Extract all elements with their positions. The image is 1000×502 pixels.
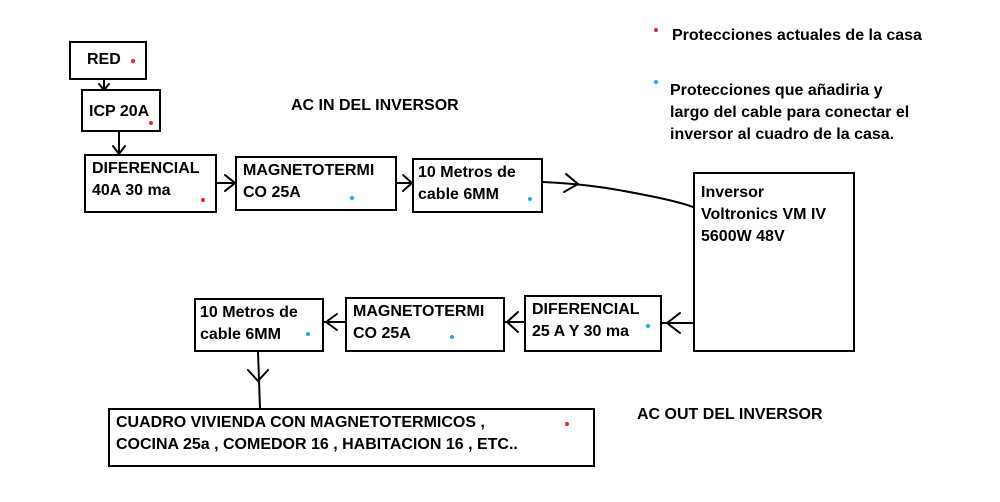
magnetotermico-out-line-1: MAGNETOTERMI — [353, 303, 485, 320]
magnetotermico-out-added-dot — [450, 335, 454, 339]
cable-out-added-dot — [306, 332, 310, 336]
icp-label: ICP 20A — [89, 103, 150, 120]
legend-existing-text: Protecciones actuales de la casa — [672, 27, 922, 44]
house-panel-existing-dot — [565, 422, 569, 426]
house-panel-line-1: CUADRO VIVIENDA CON MAGNETOTERMICOS , — [116, 414, 485, 431]
cable-in-line-2: cable 6MM — [418, 186, 499, 203]
diferencial-in-line-1: DIFERENCIAL — [92, 160, 200, 177]
inverter-line-3: 5600W 48V — [701, 228, 785, 245]
cable-in-box: 10 Metros de cable 6MM — [412, 158, 543, 213]
diferencial-out-line-1: DIFERENCIAL — [532, 301, 640, 318]
inverter-line-1: Inversor — [701, 184, 765, 201]
cable-out-line-1: 10 Metros de — [200, 304, 298, 321]
magnetotermico-in-added-dot — [350, 196, 354, 200]
magnetotermico-in-line-2: CO 25A — [243, 184, 301, 201]
cable-in-added-dot — [528, 197, 532, 201]
legend-added-line-1: Protecciones que añadiria y — [670, 82, 883, 99]
legend-added-text: Protecciones que añadiria y largo del ca… — [670, 80, 909, 146]
diferencial-out-added-dot — [646, 324, 650, 328]
house-panel-line-2: COCINA 25a , COMEDOR 16 , HABITACION 16 … — [116, 436, 518, 453]
inverter-line-2: Voltronics VM IV — [701, 206, 827, 223]
arrow-cable-inversor — [563, 173, 580, 193]
diferencial-in-line-2: 40A 30 ma — [92, 182, 171, 199]
legend-added-line-2: largo del cable para conectar el — [670, 104, 910, 121]
red-existing-dot — [131, 59, 135, 63]
magnetotermico-out-box: MAGNETOTERMI CO 25A — [345, 297, 505, 352]
ac-in-label: AC IN DEL INVERSOR — [291, 97, 459, 114]
legend-existing-dot — [654, 28, 658, 32]
house-panel-box: CUADRO VIVIENDA CON MAGNETOTERMICOS , CO… — [108, 408, 595, 467]
magnetotermico-out-line-2: CO 25A — [353, 325, 411, 342]
cable-out-box: 10 Metros de cable 6MM — [194, 298, 324, 352]
arrow-cable-cuadro — [247, 369, 269, 383]
red-box: RED — [69, 41, 147, 80]
diferencial-in-box: DIFERENCIAL 40A 30 ma — [84, 154, 217, 213]
arrow-inversor-dif — [665, 312, 681, 334]
arrow-dif-magneto-out — [505, 311, 519, 333]
ac-out-label: AC OUT DEL INVERSOR — [637, 406, 823, 423]
icp-existing-dot — [149, 121, 153, 125]
wire-cable-inversor — [542, 181, 694, 208]
diferencial-out-box: DIFERENCIAL 25 A Y 30 ma — [524, 295, 662, 352]
icp-box: ICP 20A — [81, 89, 161, 132]
legend-added-dot — [654, 80, 658, 84]
diferencial-out-line-2: 25 A Y 30 ma — [532, 323, 629, 340]
magnetotermico-in-box: MAGNETOTERMI CO 25A — [235, 156, 397, 211]
diferencial-in-existing-dot — [201, 198, 205, 202]
magnetotermico-in-line-1: MAGNETOTERMI — [243, 162, 375, 179]
legend-added-line-3: inversor al cuadro de la casa. — [670, 126, 895, 143]
cable-in-line-1: 10 Metros de — [418, 164, 516, 181]
cable-out-line-2: cable 6MM — [200, 326, 281, 343]
inverter-box: Inversor Voltronics VM IV 5600W 48V — [693, 172, 855, 352]
arrow-magneto-cable-out — [324, 313, 338, 331]
red-label: RED — [87, 51, 121, 68]
